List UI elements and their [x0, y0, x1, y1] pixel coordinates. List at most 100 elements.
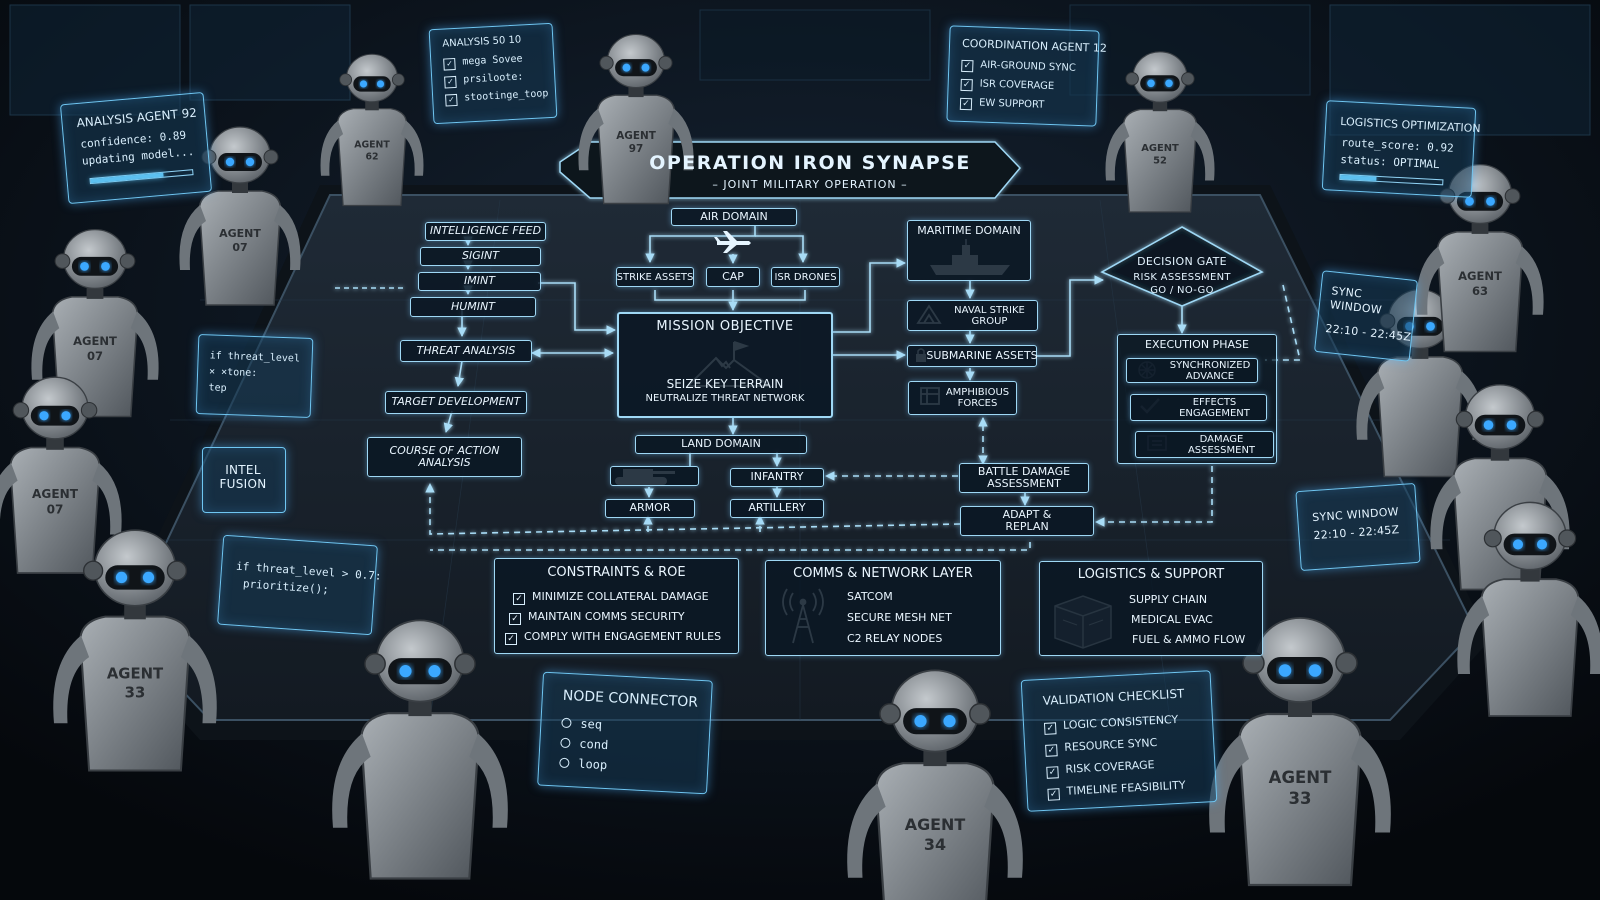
constraint-row[interactable]: ✓MAINTAIN COMMS SECURITY	[509, 610, 685, 625]
synchronized-advance-node[interactable]: SYNCHRONIZED ADVANCE	[1126, 358, 1258, 383]
damage-assessment-node[interactable]: DAMAGE ASSESSMENT	[1135, 431, 1274, 458]
robot-arm	[1356, 371, 1385, 440]
model-progress-bar	[89, 169, 194, 185]
sigint-node[interactable]: SIGINT	[420, 247, 541, 266]
coordination-agent-12-panel[interactable]: COORDINATION AGENT 12 ✓AIR-GROUND SYNC ✓…	[946, 25, 1107, 127]
air-domain-node[interactable]: AIR DOMAIN	[671, 208, 797, 226]
artillery-node[interactable]: ARTILLERY	[730, 499, 824, 518]
strike-assets-node[interactable]: STRIKE ASSETS	[616, 267, 694, 287]
sync-window-panel-upper[interactable]: SYNC WINDOW 22:10 - 22:45Z	[1313, 270, 1419, 362]
robot-ear	[166, 560, 187, 581]
naval-strike-group-node[interactable]: NAVAL STRIKE GROUP	[907, 300, 1038, 331]
intelligence-feed-node[interactable]: INTELLIGENCE FEED	[425, 222, 546, 241]
robot-torso	[360, 712, 480, 880]
connector-option[interactable]: seq	[561, 716, 602, 732]
panel-item-label: prsiloote:	[463, 71, 524, 86]
robot-visor	[218, 153, 262, 171]
adapt-replan-node[interactable]: ADAPT & REPLAN	[960, 506, 1094, 536]
robot-arm	[578, 108, 604, 171]
checkbox-checked-icon: ✓	[1047, 788, 1061, 801]
robot-arm	[668, 108, 694, 171]
panel-row[interactable]: ✓EW SUPPORT	[959, 97, 1045, 113]
connector-option[interactable]: cond	[560, 736, 609, 752]
intel-fusion-panel[interactable]: INTEL FUSION	[202, 447, 286, 513]
wall-monitors	[9, 4, 1591, 136]
panel-row[interactable]: ✓ISR COVERAGE	[960, 78, 1054, 94]
tank-node[interactable]	[610, 466, 699, 486]
mission-objective-node[interactable]: MISSION OBJECTIVE SEIZE KEY TERRAIN NEUT…	[617, 312, 833, 418]
robot-visor	[1474, 414, 1526, 436]
course-of-action-node[interactable]: COURSE OF ACTION ANALYSIS	[367, 437, 522, 477]
validation-row[interactable]: ✓RISK COVERAGE	[1046, 758, 1155, 779]
sync-window-panel-lower[interactable]: SYNC WINDOW 22:10 - 22:45Z	[1295, 482, 1421, 572]
logistics-support-panel[interactable]: LOGISTICS & SUPPORT SUPPLY CHAIN MEDICAL…	[1039, 561, 1263, 656]
constraints-roe-panel[interactable]: CONSTRAINTS & ROE ✓MINIMIZE COLLATERAL D…	[494, 558, 739, 654]
constraint-row[interactable]: ✓COMPLY WITH ENGAGEMENT RULES	[505, 630, 722, 645]
panel-row[interactable]: ✓AIR-GROUND SYNC	[961, 59, 1076, 76]
robot-arm	[400, 120, 424, 176]
analysis-50-10-panel[interactable]: ANALYSIS 50 10 ✓mega Sovee ✓prsiloote: ✓…	[428, 22, 558, 125]
validation-row[interactable]: ✓LOGIC CONSISTENCY	[1043, 713, 1179, 735]
infantry-node[interactable]: INFANTRY	[730, 468, 824, 487]
land-domain-node[interactable]: LAND DOMAIN	[635, 435, 807, 454]
robot-eye	[245, 157, 255, 167]
analysis-agent-92-panel[interactable]: ANALYSIS AGENT 92 confidence: 0.89 updat…	[59, 91, 213, 205]
robot-arm	[320, 120, 344, 176]
effects-engagement-node[interactable]: EFFECTS ENGAGEMENT	[1130, 394, 1267, 421]
target-development-node[interactable]: TARGET DEVELOPMENT	[385, 391, 527, 414]
logistics-optimization-panel[interactable]: LOGISTICS OPTIMIZATION route_score: 0.92…	[1321, 100, 1481, 198]
checkbox-checked-icon: ✓	[1043, 722, 1057, 735]
threat-priority-code-panel[interactable]: if threat_level > 0.7: prioritize();	[217, 534, 382, 636]
panel-row[interactable]: ✓ prsiloote:	[444, 71, 524, 89]
decision-gate-line-2: GO / NO-GO	[1150, 285, 1214, 296]
node-label: BATTLE DAMAGE ASSESSMENT	[977, 464, 1071, 490]
armor-node[interactable]: ARMOR	[605, 499, 695, 518]
panel-row[interactable]: ✓stootinge_toop	[445, 88, 549, 107]
submarine-assets-node[interactable]: SUBMARINE ASSETS	[907, 345, 1038, 367]
comms-network-panel[interactable]: COMMS & NETWORK LAYER SATCOM SECURE MESH…	[765, 560, 1001, 656]
validation-checklist-panel[interactable]: VALIDATION CHECKLIST ✓LOGIC CONSISTENCY …	[1020, 670, 1218, 812]
robot-ear	[364, 653, 386, 675]
robot-torso	[1376, 356, 1464, 478]
constraint-label: COMPLY WITH ENGAGEMENT RULES	[524, 630, 722, 643]
connector-option[interactable]: loop	[559, 756, 608, 772]
robot-arm	[1515, 246, 1544, 315]
robot-eye	[1465, 196, 1474, 206]
node-label: IMINT	[464, 274, 495, 288]
node-connector-panel[interactable]: NODE CONNECTOR seq cond loop	[537, 671, 713, 795]
validation-row[interactable]: ✓TIMELINE FEASIBILITY	[1047, 779, 1186, 801]
checkbox-checked-icon: ✓	[444, 75, 457, 89]
isr-drones-node[interactable]: ISR DRONES	[771, 267, 840, 287]
panel-item-label: EW SUPPORT	[978, 97, 1045, 111]
amphibious-forces-node[interactable]: AMPHIBIOUS FORCES	[908, 381, 1017, 415]
mission-line-1: SEIZE KEY TERRAIN	[666, 377, 784, 392]
robot-ear	[969, 703, 991, 725]
robot-arm	[984, 783, 1023, 878]
robot-arm	[1105, 122, 1130, 181]
panel-row[interactable]: ✓mega Sovee	[443, 53, 523, 71]
robot-eye	[1426, 321, 1435, 331]
humint-node[interactable]: HUMINT	[410, 297, 536, 317]
threat-code-snippet-panel[interactable]: if threat_level × ×tone: tep	[195, 334, 314, 418]
maritime-domain-node[interactable]: MARITIME DOMAIN	[907, 220, 1031, 281]
imint-node[interactable]: IMINT	[418, 272, 541, 291]
radio-option-icon	[559, 757, 570, 769]
page-subtitle: – JOINT MILITARY OPERATION –	[712, 178, 908, 191]
logistics-item: FUEL & AMMO FLOW	[1132, 633, 1246, 646]
constraint-label: MINIMIZE COLLATERAL DAMAGE	[532, 590, 709, 603]
battle-damage-assessment-node[interactable]: BATTLE DAMAGE ASSESSMENT	[959, 463, 1089, 493]
cap-node[interactable]: CAP	[706, 267, 760, 287]
feedback-loops	[425, 284, 1302, 551]
logistics-item: MEDICAL EVAC	[1131, 613, 1213, 626]
robot-arm	[1457, 596, 1490, 674]
robot-visor	[353, 76, 391, 92]
mission-title: MISSION OBJECTIVE	[656, 319, 794, 334]
threat-analysis-node[interactable]: THREAT ANALYSIS	[400, 340, 532, 362]
connector-option-label: loop	[577, 756, 608, 773]
validation-row[interactable]: ✓RESOURCE SYNC	[1045, 736, 1158, 757]
sync-window-time: 22:10 - 22:45Z	[1324, 321, 1412, 344]
constraint-row[interactable]: ✓MINIMIZE COLLATERAL DAMAGE	[513, 590, 709, 605]
connector-option-label: cond	[579, 736, 609, 753]
